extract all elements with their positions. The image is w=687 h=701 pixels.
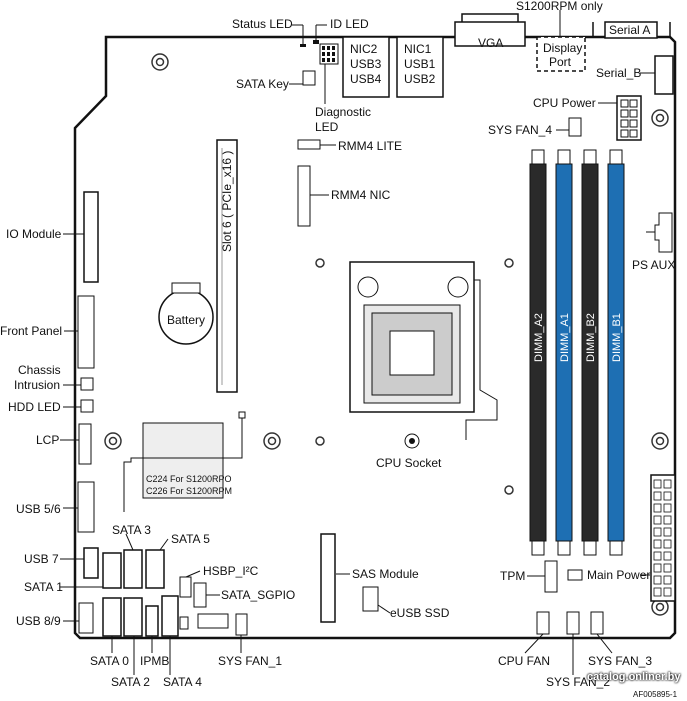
rmm4-nic-label: RMM4 NIC bbox=[331, 188, 391, 202]
usb89-label: USB 8/9 bbox=[16, 614, 61, 628]
eusb-ssd-label: eUSB SSD bbox=[390, 606, 450, 620]
dimm-label: DIMM_B2 bbox=[585, 313, 597, 362]
sys-fan-2-connector bbox=[566, 611, 580, 635]
tpm-label: TPM bbox=[500, 569, 526, 583]
rmm4-lite-label: RMM4 LITE bbox=[338, 139, 403, 153]
display-port-connector bbox=[536, 36, 586, 72]
chipset bbox=[142, 422, 224, 499]
sata-sgpio-connector bbox=[193, 582, 207, 608]
dimm-label: DIMM_A2 bbox=[533, 313, 545, 362]
sata-ports bbox=[102, 549, 179, 637]
ps-aux-label: PS AUX bbox=[632, 258, 676, 272]
front-panel-header bbox=[77, 295, 95, 369]
board-outline bbox=[73, 35, 677, 640]
rmm4-nic-connector bbox=[297, 165, 311, 227]
lcp-label: LCP bbox=[36, 433, 60, 447]
sys-fan-1-label: SYS FAN_1 bbox=[218, 654, 283, 668]
sys-fan-3-label: SYS FAN_3 bbox=[588, 654, 653, 668]
figure-id: AF005895-1 bbox=[633, 690, 678, 699]
chipset-label-1: C224 For S1200RPO bbox=[146, 474, 232, 484]
usb89-header bbox=[78, 602, 94, 634]
chipset-label-2: C226 For S1200RPM bbox=[146, 486, 233, 496]
sas-module-connector bbox=[320, 533, 336, 623]
ps-aux-connector bbox=[654, 212, 673, 253]
diagnostic-led-label-2: LED bbox=[315, 120, 339, 134]
main-power-connector bbox=[650, 474, 676, 602]
hdd-led-header bbox=[80, 399, 94, 413]
status-led-label: Status LED bbox=[232, 17, 293, 31]
eusb-ssd-connector bbox=[362, 586, 379, 612]
vga-label: VGA bbox=[478, 36, 504, 50]
sys-fan-3-connector bbox=[590, 611, 604, 635]
chassis-intrusion-label-2: Intrusion bbox=[14, 378, 61, 392]
usb56-header bbox=[77, 481, 95, 533]
dimm-label: DIMM_A1 bbox=[559, 313, 571, 362]
chassis-intrusion-header bbox=[80, 377, 94, 391]
usb7-connector bbox=[83, 547, 99, 579]
nic1-usb-connector bbox=[396, 36, 444, 98]
sys-fan-4-label: SYS FAN_4 bbox=[488, 123, 553, 137]
tpm-header bbox=[544, 560, 558, 593]
chassis-intrusion-label-1: Chassis bbox=[18, 363, 61, 377]
battery-label: Battery bbox=[167, 313, 206, 327]
main-power-label: Main Power bbox=[587, 568, 651, 582]
rmm4-lite-connector bbox=[297, 139, 321, 150]
cpu-power-label: CPU Power bbox=[533, 96, 596, 110]
ipmb-label: IPMB bbox=[140, 654, 170, 668]
io-module-label: IO Module bbox=[6, 227, 62, 241]
sata0-label: SATA 0 bbox=[90, 654, 129, 668]
usb2-label: USB2 bbox=[404, 72, 436, 86]
hsbp-i2c-connector bbox=[179, 576, 192, 598]
nic1-label: NIC1 bbox=[404, 42, 432, 56]
display-port-label-2: Port bbox=[549, 55, 572, 69]
cpu-fan-label: CPU FAN bbox=[498, 654, 551, 668]
sys-fan-2-label: SYS FAN_2 bbox=[546, 675, 611, 689]
hsbp-i2c-label: HSBP_I²C bbox=[203, 564, 259, 578]
sata5-label: SATA 5 bbox=[171, 532, 210, 546]
usb4-label: USB4 bbox=[350, 72, 382, 86]
serial-b-connector bbox=[654, 55, 674, 95]
display-port-label-1: Display bbox=[543, 41, 583, 55]
dimm-slot-dimm-b1: DIMM_B1 bbox=[607, 149, 625, 556]
cpu-socket-label: CPU Socket bbox=[376, 456, 442, 470]
sata3-label: SATA 3 bbox=[112, 523, 151, 537]
usb7-label: USB 7 bbox=[24, 552, 59, 566]
front-panel-label: Front Panel bbox=[0, 324, 63, 338]
dimm-slots: DIMM_A2 DIMM_A1 DIMM_B2 DIMM_B1 bbox=[529, 149, 625, 556]
cpu-socket bbox=[349, 261, 498, 449]
sata-key-connector bbox=[302, 70, 316, 86]
nic2-label: NIC2 bbox=[350, 42, 378, 56]
dimm-label: DIMM_B1 bbox=[611, 313, 623, 362]
io-module-connector bbox=[83, 191, 99, 283]
dimm-slot-dimm-a1: DIMM_A1 bbox=[555, 149, 573, 556]
sata-key-label: SATA Key bbox=[236, 77, 289, 91]
sys-fan-4-connector bbox=[568, 117, 582, 137]
usb1-label: USB1 bbox=[404, 57, 436, 71]
usb3-label: USB3 bbox=[350, 57, 382, 71]
dimm-slot-dimm-a2: DIMM_A2 bbox=[529, 149, 547, 556]
nic2-usb-connector bbox=[342, 36, 390, 98]
serial-a-label: Serial A bbox=[609, 23, 651, 37]
mounting-holes bbox=[104, 53, 669, 616]
pcie-slot-6-label: Slot 6 ( PCIe_x16 ) bbox=[220, 150, 234, 252]
sata1-label: SATA 1 bbox=[24, 580, 63, 594]
lcp-header bbox=[78, 423, 92, 465]
serial-a-connector bbox=[604, 21, 658, 39]
dimm-slot-dimm-b2: DIMM_B2 bbox=[581, 149, 599, 556]
sata2-label: SATA 2 bbox=[111, 675, 150, 689]
vga-connector bbox=[454, 21, 526, 47]
cpu-fan-connector bbox=[536, 611, 550, 635]
s1200rpm-only-label: S1200RPM only bbox=[516, 0, 603, 13]
diagnostic-led-label-1: Diagnostic bbox=[315, 105, 372, 119]
sys-fan-1-connector bbox=[235, 613, 248, 636]
sata-sgpio-label: SATA_SGPIO bbox=[221, 588, 296, 602]
id-led-label: ID LED bbox=[330, 17, 369, 31]
serial-b-label: Serial_B bbox=[596, 66, 642, 80]
catalog-watermark: catalog.onliner.by bbox=[587, 671, 681, 683]
usb56-label: USB 5/6 bbox=[16, 502, 61, 516]
sas-module-label: SAS Module bbox=[352, 567, 419, 581]
sata4-label: SATA 4 bbox=[163, 675, 202, 689]
hdd-led-label: HDD LED bbox=[8, 400, 61, 414]
